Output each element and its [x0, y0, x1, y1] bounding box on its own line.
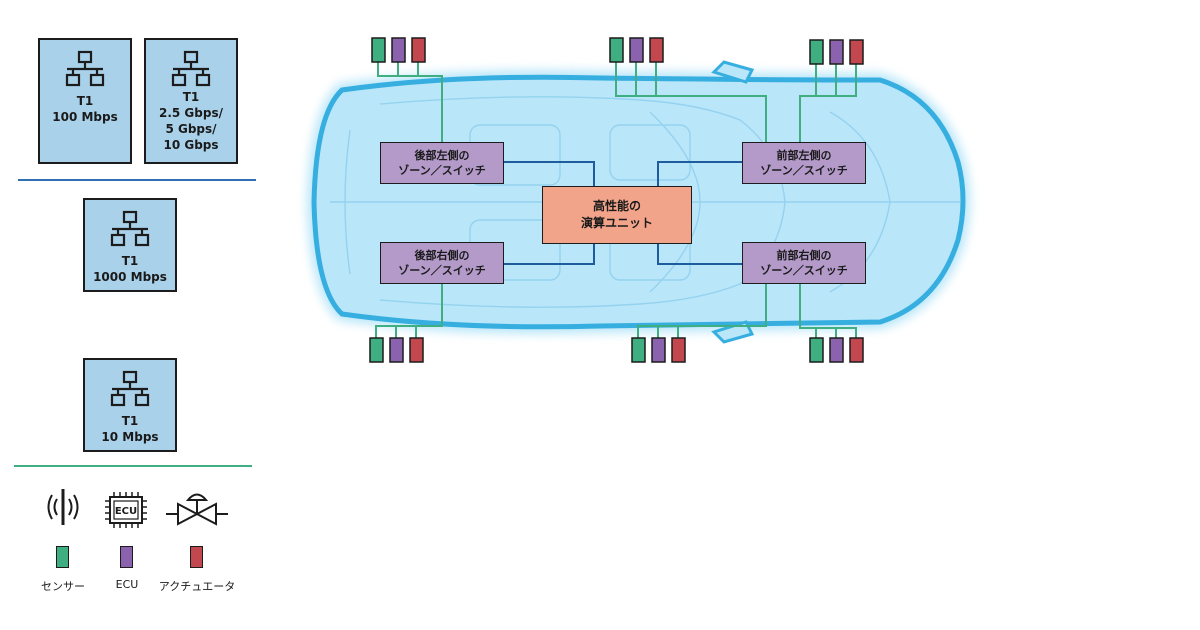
actuator-block — [849, 337, 864, 363]
ecu-label: ECU — [115, 578, 139, 591]
legend-t1-multigig: T1 2.5 Gbps/ 5 Gbps/ 10 Gbps — [144, 38, 238, 164]
network-icon — [110, 210, 150, 247]
ecu-chip-icon: ECU — [105, 492, 147, 528]
ecu-block — [651, 337, 666, 363]
zone-label: 前部右側の — [776, 249, 832, 262]
zone-label: ゾーン／スイッチ — [760, 164, 848, 177]
sensor-label: センサー — [41, 580, 85, 593]
zone-rear-left: 後部左側の ゾーン／スイッチ — [380, 142, 504, 184]
sensor-block — [631, 337, 646, 363]
ecu-block — [389, 337, 404, 363]
endpoint-blocks — [369, 37, 864, 363]
sensor-block — [371, 37, 386, 63]
central-compute-unit: 高性能の 演算ユニット — [542, 186, 692, 244]
ecu-chip-label: ECU — [115, 506, 137, 517]
divider-green — [14, 465, 252, 467]
actuator-label: アクチュエータ — [158, 580, 236, 593]
endpoint-links — [375, 62, 857, 338]
ecu-block — [629, 37, 644, 63]
actuator-swatch — [190, 546, 203, 568]
actuator-block — [671, 337, 686, 363]
network-icon — [110, 370, 150, 407]
sensor-block — [809, 337, 824, 363]
legend-t1-10mbps: T1 10 Mbps — [83, 358, 177, 452]
sensor-swatch — [56, 546, 69, 568]
legend-label: T1 100 Mbps — [52, 94, 118, 124]
divider-blue — [18, 179, 256, 181]
actuator-valve-icon — [166, 493, 228, 526]
legend-t1-100mbps: T1 100 Mbps — [38, 38, 132, 164]
network-icon — [65, 50, 105, 87]
legend-label: T1 10 Mbps — [101, 414, 159, 444]
zone-label: ゾーン／スイッチ — [398, 264, 486, 277]
actuator-block — [409, 337, 424, 363]
sensor-block — [369, 337, 384, 363]
ecu-block — [829, 337, 844, 363]
legend-t1-1000mbps: T1 1000 Mbps — [83, 198, 177, 292]
actuator-block — [849, 39, 864, 65]
zone-label: ゾーン／スイッチ — [398, 164, 486, 177]
zone-rear-right: 後部右側の ゾーン／スイッチ — [380, 242, 504, 284]
sensor-block — [809, 39, 824, 65]
ecu-swatch — [120, 546, 133, 568]
sensor-icon — [47, 489, 79, 525]
legend-label: T1 1000 Mbps — [93, 254, 167, 284]
ecu-block — [829, 39, 844, 65]
actuator-block — [649, 37, 664, 63]
sensor-block — [609, 37, 624, 63]
zone-label: 後部左側の — [414, 149, 470, 162]
ecu-block — [391, 37, 406, 63]
zone-label: ゾーン／スイッチ — [760, 264, 848, 277]
backbone-links — [504, 161, 742, 265]
zone-front-left: 前部左側の ゾーン／スイッチ — [742, 142, 866, 184]
central-unit-label: 高性能の — [592, 199, 641, 213]
network-icon — [171, 50, 211, 87]
zone-front-right: 前部右側の ゾーン／スイッチ — [742, 242, 866, 284]
car-mirror-top — [711, 60, 755, 84]
zone-label: 後部右側の — [414, 249, 470, 262]
actuator-block — [411, 37, 426, 63]
zone-label: 前部左側の — [776, 149, 832, 162]
central-unit-label: 演算ユニット — [580, 216, 653, 230]
legend-label: T1 2.5 Gbps/ 5 Gbps/ 10 Gbps — [159, 90, 223, 152]
